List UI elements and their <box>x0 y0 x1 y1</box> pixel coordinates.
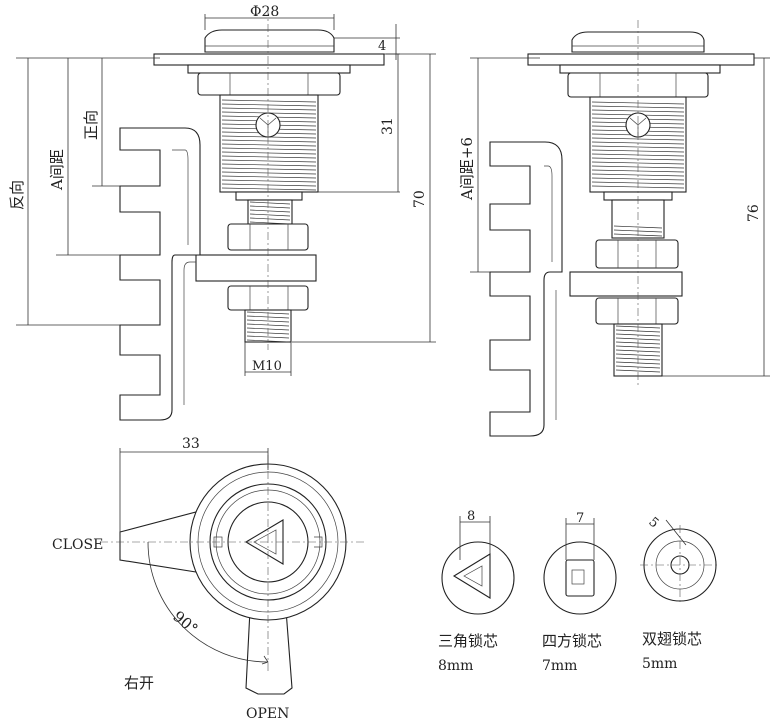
hex-nut-lower-right <box>595 297 679 325</box>
flange-plate <box>153 53 385 66</box>
label-reverse: 反向 <box>8 180 26 210</box>
dim-total-right: 76 <box>746 204 762 222</box>
right-side-view: A间距+6 76 <box>458 20 770 437</box>
dim-body: 31 <box>380 117 396 135</box>
cam-arm-right <box>569 271 683 297</box>
hex-nut-middle-right <box>595 239 679 269</box>
core-name-2: 双翅锁芯 <box>642 630 702 648</box>
door-bracket-right <box>489 141 563 437</box>
core-size-1: 7mm <box>542 658 577 674</box>
label-right-open: 右开 <box>124 674 154 692</box>
label-close: CLOSE <box>52 537 103 553</box>
core-dim-2: 5 <box>645 515 661 532</box>
core-types: 8 三角锁芯 8mm 7 四方锁芯 7mm 5 双翅锁芯 5mm <box>438 509 720 674</box>
threaded-body <box>219 94 319 193</box>
cap <box>204 29 335 53</box>
dim-cap: 4 <box>378 39 386 54</box>
open-marker <box>314 536 323 548</box>
label-open: OPEN <box>246 706 289 722</box>
label-a-spacing-plus: A间距+6 <box>458 137 476 201</box>
dim-thread: M10 <box>252 359 282 374</box>
core-size-2: 5mm <box>642 656 677 672</box>
front-view: 33 90° CLOSE OPEN 右开 <box>52 436 365 722</box>
core-dim-0: 8 <box>467 509 475 524</box>
handle-open <box>245 609 293 695</box>
hex-nut-top <box>197 72 341 96</box>
core-name-0: 三角锁芯 <box>438 632 498 650</box>
core-name-1: 四方锁芯 <box>542 632 602 650</box>
label-a-spacing: A间距 <box>48 149 66 191</box>
core-dim-1: 7 <box>576 511 584 526</box>
left-side-view: Φ28 4 31 70 M10 反向 A间距 正向 <box>8 4 436 421</box>
dim-diameter: Φ28 <box>250 4 279 20</box>
dim-total-left: 70 <box>412 190 428 208</box>
door-bracket <box>119 127 201 421</box>
label-forward: 正向 <box>82 110 100 140</box>
label-angle: 90° <box>169 607 201 638</box>
core-size-0: 8mm <box>438 658 473 674</box>
dim-width: 33 <box>182 436 200 452</box>
shaft-threads-upper <box>249 201 291 225</box>
cam-arm <box>195 254 317 282</box>
flange-plate-right <box>527 53 755 66</box>
